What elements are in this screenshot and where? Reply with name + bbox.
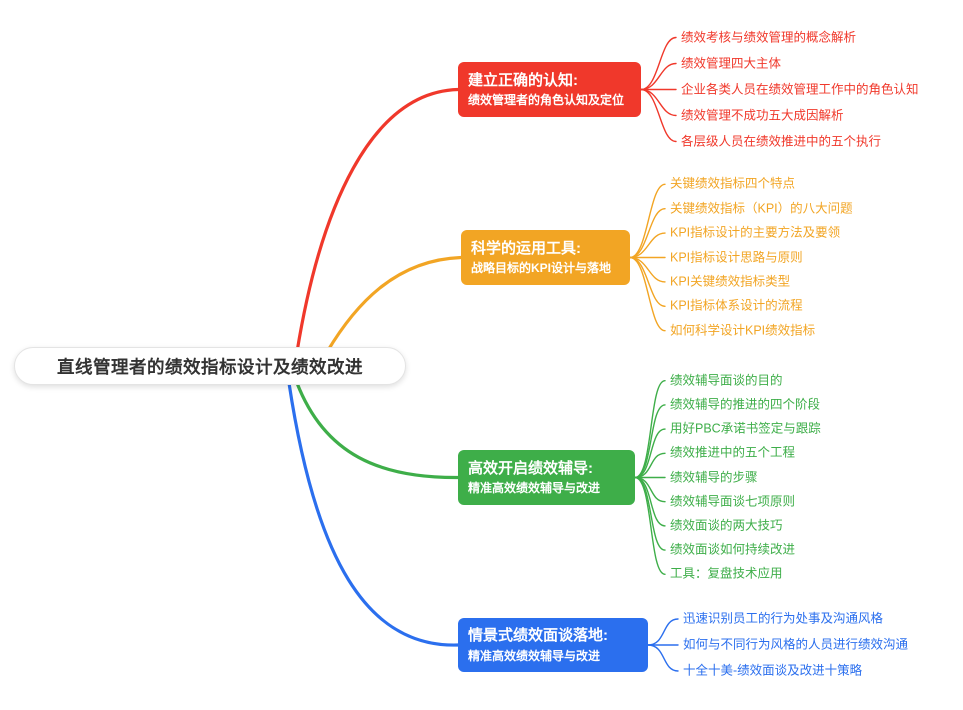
branch-link <box>295 87 460 354</box>
topic-item[interactable]: 绩效面谈的两大技巧 <box>670 518 783 533</box>
topic-item[interactable]: 绩效推进中的五个工程 <box>670 445 796 460</box>
topic-item[interactable]: 绩效管理四大主体 <box>681 56 782 70</box>
branch-link <box>295 381 460 480</box>
branch-title: 情景式绩效面谈落地: <box>468 627 608 645</box>
branch-node[interactable]: 科学的运用工具: 战略目标的KPI设计与落地 <box>461 230 630 285</box>
branch-link <box>325 255 463 354</box>
topic-item[interactable]: 关键绩效指标四个特点 <box>670 176 796 191</box>
branch-subtitle: 精准高效绩效辅导与改进 <box>468 481 601 496</box>
branch-subtitle: 绩效管理者的角色认知及定位 <box>468 93 625 108</box>
child-link <box>629 183 666 259</box>
topic-item[interactable]: 绩效辅导面谈的目的 <box>670 373 783 388</box>
child-link <box>629 256 666 307</box>
branch-subtitle: 精准高效绩效辅导与改进 <box>468 648 601 663</box>
topic-item[interactable]: 各层级人员在绩效推进中的五个执行 <box>681 134 882 148</box>
topic-item[interactable]: 企业各类人员在绩效管理工作中的角色认知 <box>681 82 919 96</box>
topic-item[interactable]: 十全十美-绩效面谈及改进十策略 <box>683 663 863 678</box>
branch-node[interactable]: 情景式绩效面谈落地: 精准高效绩效辅导与改进 <box>458 618 648 672</box>
branch-node[interactable]: 高效开启绩效辅导: 精准高效绩效辅导与改进 <box>458 450 635 505</box>
branch-link <box>287 381 460 647</box>
topic-item[interactable]: 绩效考核与绩效管理的概念解析 <box>681 30 857 44</box>
topic-item[interactable]: 迅速识别员工的行为处事及沟通风格 <box>683 611 884 626</box>
topic-item[interactable]: 关键绩效指标（KPI）的八大问题 <box>670 201 853 216</box>
topic-item[interactable]: 绩效辅导的推进的四个阶段 <box>670 397 821 412</box>
topic-item[interactable]: KPI指标设计思路与原则 <box>670 250 803 264</box>
root-label: 直线管理者的绩效指标设计及绩效改进 <box>57 356 363 377</box>
topic-item[interactable]: 绩效面谈如何持续改进 <box>670 542 796 557</box>
branch-node[interactable]: 建立正确的认知: 绩效管理者的角色认知及定位 <box>458 62 641 117</box>
child-link <box>629 256 666 332</box>
child-link <box>640 62 677 91</box>
topic-item[interactable]: 用好PBC承诺书签定与跟踪 <box>670 421 821 436</box>
topic-item[interactable]: KPI关键绩效指标类型 <box>670 274 791 289</box>
child-link <box>634 476 666 575</box>
child-link <box>634 380 666 479</box>
child-link <box>634 404 666 479</box>
branch-subtitle: 战略目标的KPI设计与落地 <box>471 261 612 276</box>
topic-item[interactable]: 如何与不同行为风格的人员进行绩效沟通 <box>683 637 909 652</box>
child-link <box>647 644 679 672</box>
topic-item[interactable]: 绩效管理不成功五大成因解析 <box>681 108 844 122</box>
child-link <box>629 208 666 259</box>
child-link <box>647 618 679 646</box>
topic-item[interactable]: 绩效辅导面谈七项原则 <box>670 494 796 509</box>
topic-item[interactable]: 绩效辅导的步骤 <box>670 470 758 484</box>
topic-item[interactable]: KPI指标体系设计的流程 <box>670 298 803 313</box>
child-link <box>640 88 677 143</box>
branch-title: 建立正确的认知: <box>468 71 578 89</box>
branch-title: 科学的运用工具: <box>471 239 581 257</box>
topic-item[interactable]: KPI指标设计的主要方法及要领 <box>670 225 841 240</box>
topic-item[interactable]: 如何科学设计KPI绩效指标 <box>670 323 816 338</box>
root-node[interactable]: 直线管理者的绩效指标设计及绩效改进 <box>14 347 406 385</box>
branch-title: 高效开启绩效辅导: <box>468 459 593 477</box>
topic-item[interactable]: 工具：复盘技术应用 <box>670 566 783 581</box>
child-link <box>640 36 677 91</box>
